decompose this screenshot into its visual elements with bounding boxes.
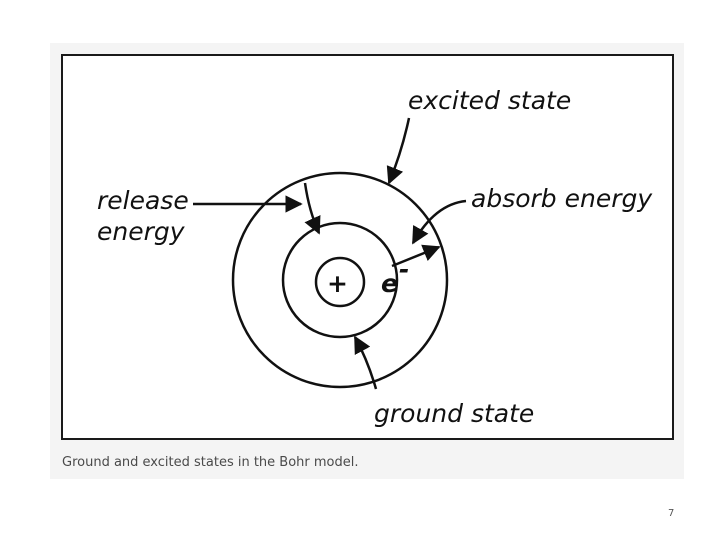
- ground-state-label: ground state: [374, 399, 534, 428]
- bohr-model-svg: + e - excited state release energy absor…: [97, 86, 653, 428]
- figure-card: + e - excited state release energy absor…: [50, 43, 684, 479]
- release-energy-transition-arrow: [303, 182, 321, 235]
- absorb-energy-transition-arrow: [391, 244, 441, 268]
- release-energy-label-line2: energy: [97, 217, 186, 246]
- excited-state-orbit: [231, 171, 449, 389]
- release-energy-label-line1: release: [97, 186, 189, 215]
- absorb-energy-pointer-arrow: [411, 199, 467, 245]
- absorb-energy-label: absorb energy: [471, 184, 653, 213]
- nucleus-charge-label: +: [327, 269, 348, 298]
- nucleus: [314, 256, 366, 308]
- figure-caption: Ground and excited states in the Bohr mo…: [62, 455, 359, 470]
- ground-state-orbit: [281, 221, 399, 339]
- page-number: 7: [668, 508, 675, 519]
- excited-state-arrow: [386, 117, 411, 185]
- bohr-model-diagram: + e - excited state release energy absor…: [61, 54, 674, 440]
- electron-charge-label: -: [399, 255, 409, 284]
- electron-label: e: [381, 269, 398, 298]
- ground-state-arrow: [353, 335, 378, 390]
- excited-state-label: excited state: [408, 86, 571, 115]
